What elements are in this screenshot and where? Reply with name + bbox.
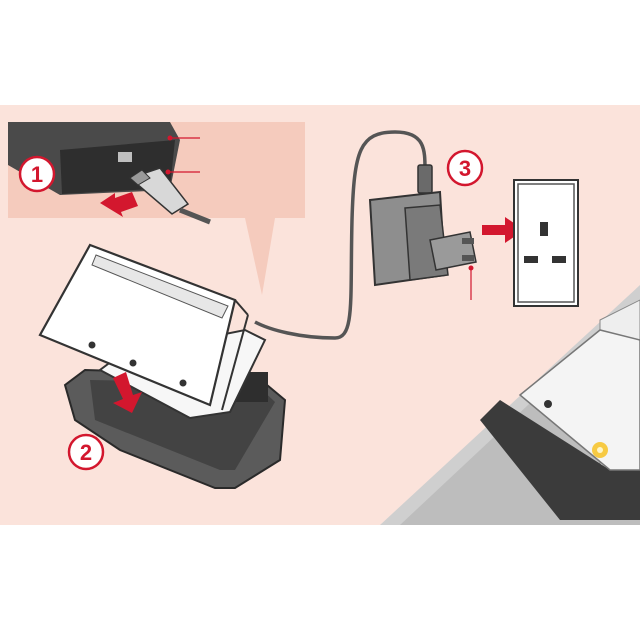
- charger-cable: [254, 130, 427, 340]
- ac-adapter: [368, 164, 477, 300]
- step-1-marker: 1: [18, 155, 56, 193]
- wall-socket: [513, 179, 579, 307]
- corner-photo: [380, 285, 640, 525]
- charger-plug-icon: [128, 167, 211, 225]
- step-2-marker: 2: [67, 433, 105, 471]
- step-3-number: 3: [459, 156, 471, 181]
- insert-arrow-icon: [100, 192, 138, 217]
- console-device: [38, 243, 267, 420]
- step-1-number: 1: [31, 162, 43, 187]
- step-3-marker: 3: [446, 149, 484, 187]
- step-2-number: 2: [80, 440, 92, 465]
- charging-light-icon: [592, 442, 608, 458]
- place-down-arrow-icon: [113, 372, 142, 413]
